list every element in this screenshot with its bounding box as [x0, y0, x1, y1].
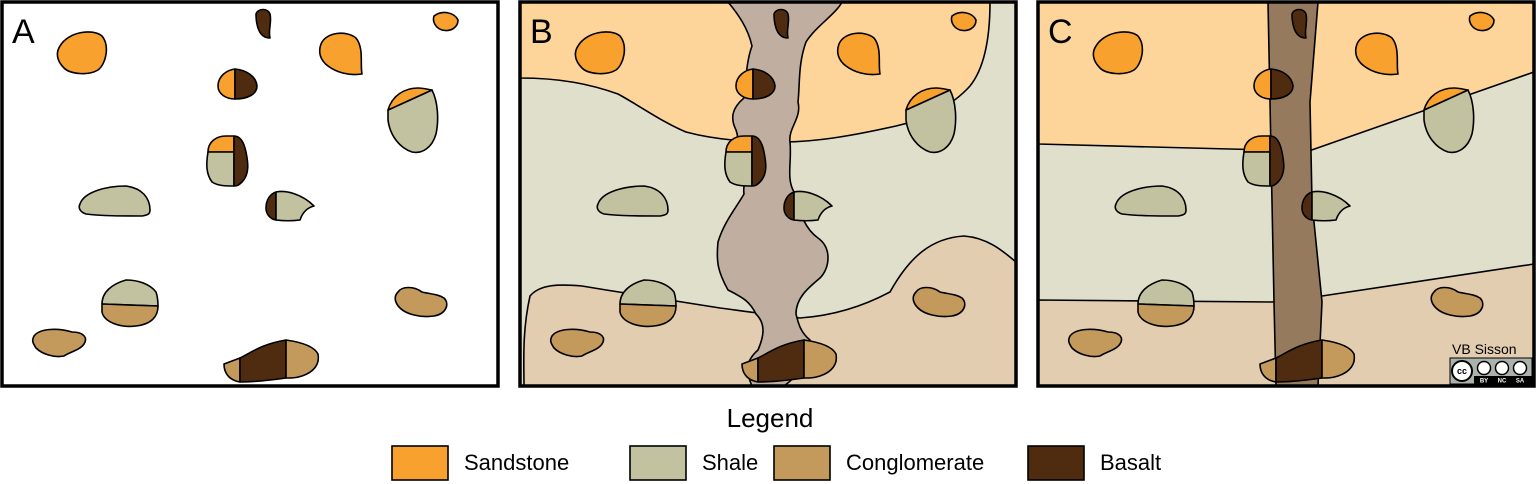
panel-b-frame	[518, 0, 1018, 388]
badge-nc: NC	[1498, 379, 1507, 385]
cc-icon	[1451, 360, 1473, 382]
panel-c-frame	[1036, 0, 1536, 388]
badge-by: BY	[1480, 379, 1488, 385]
panel-a-frame	[0, 0, 500, 388]
panel-b-label: B	[530, 13, 553, 51]
legend: Legend Sandstone Shale Conglomerate Basalt	[391, 403, 1161, 481]
legend-label-sandstone: Sandstone	[464, 450, 569, 475]
legend-swatch-sandstone	[391, 445, 449, 481]
cc-license-badge: cc BY NC SA	[1449, 357, 1533, 385]
legend-label-shale: Shale	[702, 450, 758, 475]
legend-label-basalt: Basalt	[1100, 450, 1161, 475]
panel-c: C VB Sisson cc BY NC SA	[1036, 0, 1536, 388]
panel-a: A	[0, 0, 500, 388]
legend-swatch-basalt	[1027, 445, 1085, 481]
svg-text:cc: cc	[1457, 366, 1467, 376]
by-icon	[1476, 360, 1492, 376]
legend-title: Legend	[727, 403, 814, 433]
panel-c-label: C	[1048, 13, 1073, 51]
panel-b: B	[518, 0, 1018, 388]
nc-icon	[1494, 360, 1510, 376]
panel-a-label: A	[12, 13, 35, 51]
badge-sa: SA	[1516, 379, 1525, 385]
sa-icon	[1512, 360, 1528, 376]
legend-swatch-conglomerate	[773, 445, 831, 481]
credit-author: VB Sisson	[1452, 341, 1517, 357]
legend-label-conglomerate: Conglomerate	[846, 450, 984, 475]
legend-swatch-shale	[629, 445, 687, 481]
